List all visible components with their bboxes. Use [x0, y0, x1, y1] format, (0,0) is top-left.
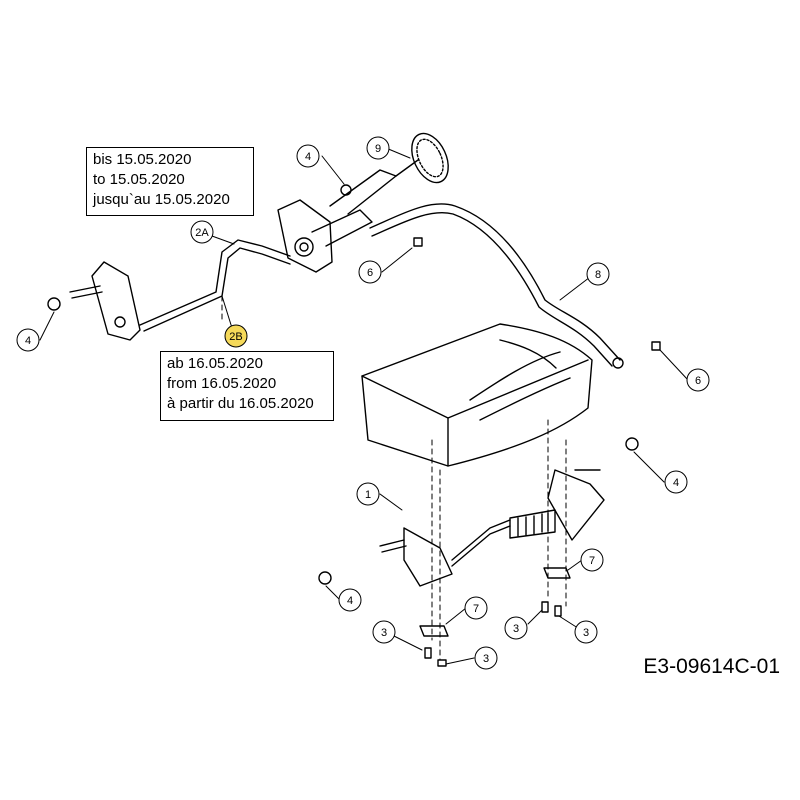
axle-assembly — [379, 469, 605, 587]
svg-text:4: 4 — [673, 477, 679, 489]
svg-text:7: 7 — [589, 555, 595, 567]
callout-6b: 6 — [686, 368, 710, 392]
adjust-knob — [395, 132, 449, 184]
callout-9: 9 — [366, 136, 390, 160]
callout-2b: 2B — [224, 324, 248, 348]
drawing-number: E3-09614C-01 — [643, 655, 780, 678]
svg-text:7: 7 — [473, 603, 479, 615]
callout-4b: 4 — [296, 144, 320, 168]
callout-3d: 3 — [574, 620, 598, 644]
note-before-line-de: bis 15.05.2020 — [93, 151, 192, 168]
adjustment-rod — [139, 239, 291, 332]
left-side-plate — [69, 261, 141, 341]
svg-text:3: 3 — [583, 627, 589, 639]
callout-7a: 7 — [464, 596, 488, 620]
svg-text:3: 3 — [513, 623, 519, 635]
callout-2a: 2A — [190, 220, 214, 244]
handle-bar — [369, 203, 624, 369]
leader-lines — [39, 147, 689, 665]
note-after-line-de: ab 16.05.2020 — [167, 355, 263, 372]
svg-text:9: 9 — [375, 143, 381, 155]
svg-text:3: 3 — [381, 627, 387, 639]
callout-4d: 4 — [664, 470, 688, 494]
callout-6a: 6 — [358, 260, 382, 284]
note-after-date: ab 16.05.2020 from 16.05.2020 à partir d… — [160, 351, 334, 421]
svg-text:4: 4 — [347, 595, 353, 607]
note-before-line-en: to 15.05.2020 — [93, 171, 185, 188]
note-after-line-en: from 16.05.2020 — [167, 375, 277, 392]
callout-7b: 7 — [580, 548, 604, 572]
callout-3c: 3 — [504, 616, 528, 640]
note-before-date: bis 15.05.2020 to 15.05.2020 jusqu`au 15… — [86, 147, 254, 216]
svg-text:3: 3 — [483, 653, 489, 665]
svg-text:4: 4 — [25, 335, 31, 347]
svg-text:1: 1 — [365, 489, 371, 501]
clips-and-fasteners — [47, 184, 661, 667]
callout-1: 1 — [356, 482, 380, 506]
callout-8: 8 — [586, 262, 610, 286]
callout-3a: 3 — [372, 620, 396, 644]
svg-text:4: 4 — [305, 151, 311, 163]
callout-4c: 4 — [338, 588, 362, 612]
svg-text:6: 6 — [367, 267, 373, 279]
note-after-line-fr: à partir du 16.05.2020 — [167, 395, 314, 412]
svg-text:2B: 2B — [229, 331, 242, 343]
alignment-lines — [221, 295, 567, 661]
svg-text:2A: 2A — [195, 227, 209, 239]
callout-4a: 4 — [16, 328, 40, 352]
height-adjust-bracket — [277, 169, 397, 273]
callouts: 1 2A 2B 3 3 3 3 3 4 4 4 4 6 6 7 7 7 8 9 — [16, 136, 710, 670]
mower-deck — [361, 323, 593, 467]
svg-text:8: 8 — [595, 269, 601, 281]
note-before-line-fr: jusqu`au 15.05.2020 — [93, 191, 230, 208]
svg-text:6: 6 — [695, 375, 701, 387]
callout-3b: 3 — [474, 646, 498, 670]
